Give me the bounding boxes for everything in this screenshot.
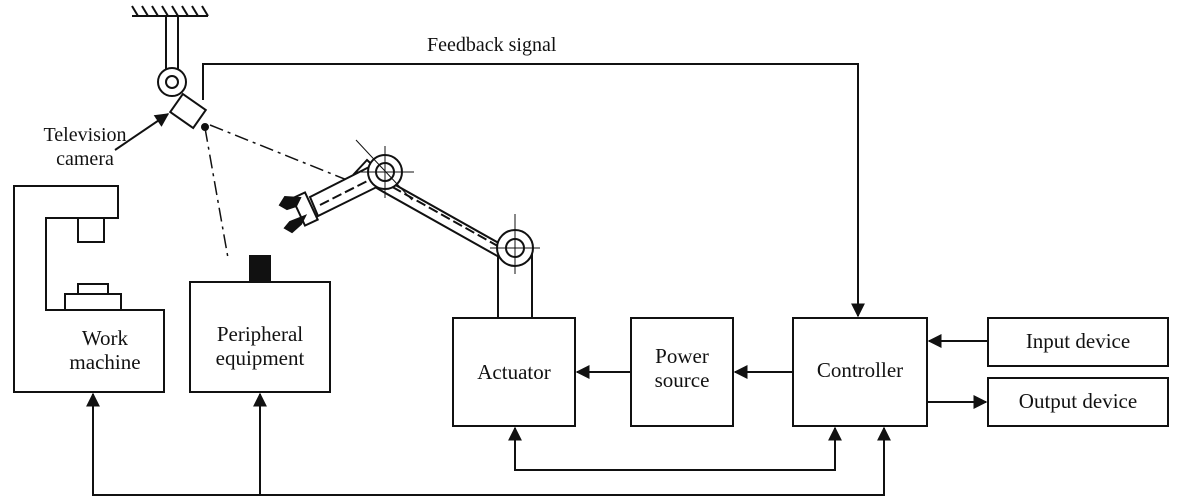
- ceiling-mount: [131, 5, 209, 70]
- output-device-box: [987, 377, 1169, 427]
- actuator-controller-link: [508, 426, 842, 471]
- power-source-label: Power source: [631, 344, 733, 392]
- feedback-signal-arrow: [202, 63, 865, 318]
- equipment-label: equipment: [215, 346, 305, 371]
- connections: [86, 63, 988, 496]
- peripheral-equipment: [189, 255, 331, 393]
- controller-label: Controller: [816, 358, 904, 382]
- television-camera: [157, 67, 209, 131]
- controller-bus-line: [86, 392, 891, 496]
- camera-label: camera: [56, 148, 114, 170]
- camera-label-arrow: [114, 113, 170, 151]
- camera-sight-lines: [204, 124, 353, 259]
- input-device-box: [987, 317, 1169, 367]
- actuator-label: Actuator: [477, 360, 551, 384]
- power-label: Power: [655, 344, 709, 368]
- television-label: Television: [43, 124, 127, 146]
- input-device-label: Input device: [1025, 329, 1131, 353]
- peripheral-equipment-label: Peripheral equipment: [190, 322, 330, 370]
- feedback-signal-label: Feedback signal: [427, 34, 557, 56]
- output-device-label: Output device: [1018, 389, 1138, 413]
- joint-centerlines: [355, 139, 540, 274]
- work-machine: [13, 185, 165, 393]
- peripheral-label: Peripheral: [216, 322, 304, 346]
- work-label: Work: [81, 326, 129, 350]
- machine-label: machine: [69, 350, 141, 375]
- work-machine-label: Work machine: [46, 326, 164, 374]
- source-label: source: [654, 368, 710, 393]
